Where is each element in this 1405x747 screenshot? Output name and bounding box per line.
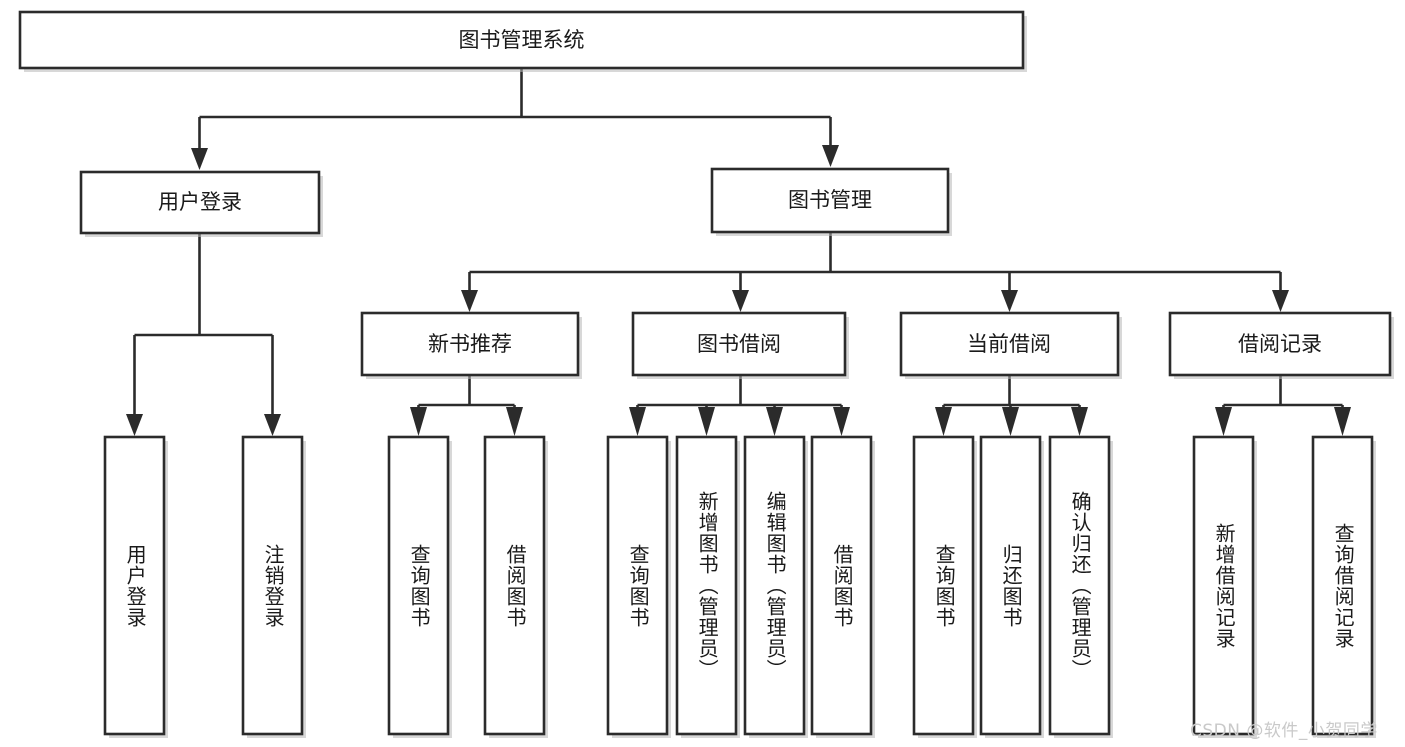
leaf-user-login[interactable]: 用户登录 [105, 437, 164, 734]
leaf-borrow-book-2-label: 借阅图书 [830, 543, 855, 628]
node-book-manage-label: 图书管理 [788, 188, 872, 212]
arrow-head-leaf-logout [264, 414, 281, 436]
leaf-borrow-book-1-label: 借阅图书 [503, 543, 528, 628]
arrow-head-user-login [191, 148, 208, 170]
node-user-login-box[interactable] [79, 170, 321, 235]
node-leaf-borrow-book-1-box[interactable] [483, 435, 546, 736]
leaf-edit-book[interactable]: 编辑图书（管理员） [745, 437, 804, 734]
node-leaf-add-book-box[interactable] [675, 435, 738, 736]
node-leaf-borrow-book-2-box[interactable] [810, 435, 873, 736]
node-current-borrow-box[interactable] [899, 311, 1120, 377]
leaf-query-record[interactable]: 查询借阅记录 [1313, 437, 1372, 734]
connector-group-book-borrow [629, 375, 850, 436]
connector-group-book-manage [461, 232, 1289, 312]
leaf-add-record-label: 新增借阅记录 [1212, 522, 1237, 649]
connector-group-root [191, 68, 839, 170]
arrow-head-leaf-borrow-book-1 [506, 407, 523, 436]
csdn-watermark: CSDN @软件_小贺同学 [1190, 721, 1378, 741]
leaf-edit-book-label: 编辑图书（管理员） [763, 491, 788, 680]
leaf-add-book-label: 新增图书（管理员） [695, 491, 720, 680]
arrow-head-new-book-rec [461, 290, 478, 312]
leaf-return-book-label: 归还图书 [999, 543, 1024, 628]
node-leaf-confirm-return-box[interactable] [1048, 435, 1111, 736]
arrow-head-leaf-query-record [1334, 407, 1351, 436]
arrow-head-leaf-user-login [126, 414, 143, 436]
node-book-borrow-box[interactable] [631, 311, 847, 377]
arrow-head-leaf-add-book [698, 407, 715, 436]
node-leaf-query-book-1-box[interactable] [387, 435, 450, 736]
leaf-borrow-book-1[interactable]: 借阅图书 [485, 437, 544, 734]
arrow-head-leaf-edit-book [766, 407, 783, 436]
node-new-book-rec-box[interactable] [360, 311, 580, 377]
node-leaf-query-record-box[interactable] [1311, 435, 1374, 736]
node-leaf-user-login-box[interactable] [103, 435, 166, 736]
leaf-query-book-3-label: 查询图书 [932, 543, 957, 628]
arrow-head-leaf-query-book-2 [629, 407, 646, 436]
leaf-query-book-2[interactable]: 查询图书 [608, 437, 667, 734]
arrow-head-leaf-add-record [1215, 407, 1232, 436]
connector-group-borrow-record [1215, 375, 1351, 436]
arrow-head-book-manage [822, 145, 839, 167]
node-borrow-record-box[interactable] [1168, 311, 1392, 377]
connector-group-current-borrow [935, 375, 1088, 436]
node-book-manage-box[interactable] [710, 167, 950, 234]
node-root-label: 图书管理系统 [459, 28, 585, 52]
node-current-borrow-label: 当前借阅 [967, 332, 1051, 356]
leaf-query-book-1[interactable]: 查询图书 [389, 437, 448, 734]
node-leaf-query-book-3-box[interactable] [912, 435, 975, 736]
leaf-borrow-book-2[interactable]: 借阅图书 [812, 437, 871, 734]
connector-group-user-login [126, 233, 281, 436]
leaf-add-book[interactable]: 新增图书（管理员） [677, 437, 736, 734]
node-leaf-logout-box[interactable] [241, 435, 304, 736]
connector-group-new-book-rec [410, 375, 523, 436]
leaf-confirm-return[interactable]: 确认归还（管理员） [1050, 437, 1109, 734]
leaf-confirm-return-label: 确认归还（管理员） [1068, 491, 1093, 680]
arrow-head-leaf-confirm-return [1071, 407, 1088, 436]
node-borrow-record-label: 借阅记录 [1238, 332, 1322, 356]
leaf-logout[interactable]: 注销登录 [243, 437, 302, 734]
arrow-head-leaf-query-book-1 [410, 407, 427, 436]
leaf-add-record[interactable]: 新增借阅记录 [1194, 437, 1253, 734]
arrow-head-book-borrow [732, 290, 749, 312]
leaf-logout-label: 注销登录 [261, 543, 286, 628]
node-leaf-query-book-2-box[interactable] [606, 435, 669, 736]
leaf-query-book-3[interactable]: 查询图书 [914, 437, 973, 734]
arrow-head-leaf-borrow-book-2 [833, 407, 850, 436]
arrow-head-leaf-query-book-3 [935, 407, 952, 436]
node-book-borrow-label: 图书借阅 [697, 332, 781, 356]
leaf-query-book-1-label: 查询图书 [407, 543, 432, 628]
arrow-head-leaf-return-book [1002, 407, 1019, 436]
node-leaf-add-record-box[interactable] [1192, 435, 1255, 736]
arrow-head-borrow-record [1272, 290, 1289, 312]
node-root-box[interactable] [18, 10, 1025, 70]
node-leaf-return-book-box[interactable] [979, 435, 1042, 736]
leaf-user-login-label: 用户登录 [123, 543, 148, 628]
node-leaf-edit-book-box[interactable] [743, 435, 806, 736]
node-user-login-label: 用户登录 [158, 190, 242, 214]
arrow-head-current-borrow [1001, 290, 1018, 312]
node-new-book-rec-label: 新书推荐 [428, 332, 512, 356]
leaf-query-record-label: 查询借阅记录 [1331, 522, 1356, 649]
leaf-return-book[interactable]: 归还图书 [981, 437, 1040, 734]
leaf-query-book-2-label: 查询图书 [626, 543, 651, 628]
